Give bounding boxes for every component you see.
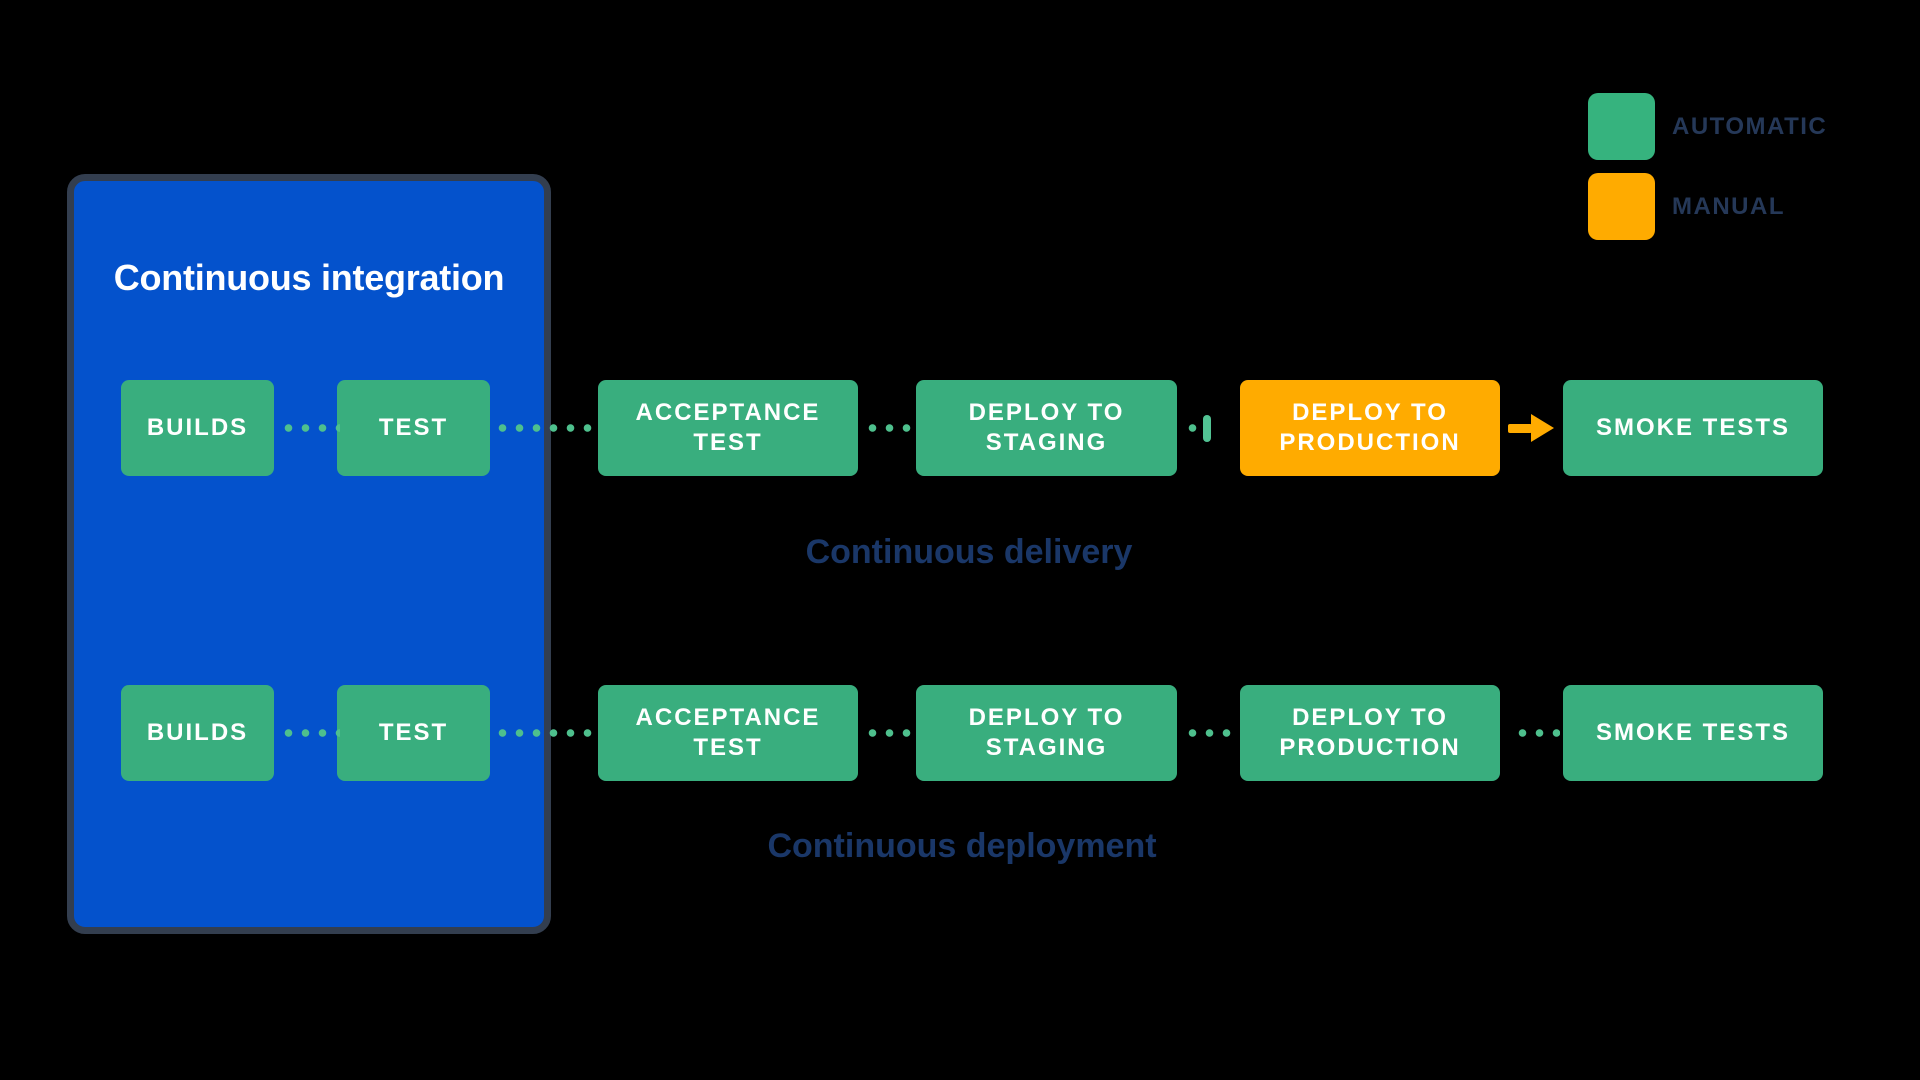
legend-manual-swatch bbox=[1588, 173, 1655, 240]
continuous-integration-box bbox=[67, 174, 551, 934]
dotted-connector bbox=[280, 424, 340, 432]
dotted-connector bbox=[1184, 729, 1238, 737]
dotted-connector bbox=[864, 424, 914, 432]
dotted-connector bbox=[280, 729, 340, 737]
stage-deploy-staging-delivery: DEPLOY TO STAGING bbox=[916, 380, 1177, 476]
dotted-connector bbox=[494, 729, 594, 737]
legend-automatic-label: AUTOMATIC bbox=[1672, 113, 1828, 140]
dotted-connector bbox=[1184, 424, 1198, 432]
stage-deploy-staging-deployment: DEPLOY TO STAGING bbox=[916, 685, 1177, 781]
stage-builds-delivery: BUILDS bbox=[121, 380, 274, 476]
stage-deploy-production-deployment: DEPLOY TO PRODUCTION bbox=[1240, 685, 1500, 781]
dotted-connector bbox=[494, 424, 594, 432]
legend-manual-label: MANUAL bbox=[1672, 193, 1785, 220]
continuous-deployment-label: Continuous deployment bbox=[767, 827, 1157, 865]
arrow-shaft bbox=[1508, 424, 1532, 433]
legend-automatic-swatch bbox=[1588, 93, 1655, 160]
dotted-connector bbox=[1514, 729, 1560, 737]
stage-acceptance-test-delivery: ACCEPTANCE TEST bbox=[598, 380, 858, 476]
stage-test-deployment: TEST bbox=[337, 685, 490, 781]
arrow-head bbox=[1531, 414, 1554, 442]
dotted-connector bbox=[864, 729, 914, 737]
manual-gate-icon bbox=[1203, 415, 1211, 442]
arrow-right-icon bbox=[1508, 414, 1554, 442]
stage-acceptance-test-deployment: ACCEPTANCE TEST bbox=[598, 685, 858, 781]
stage-smoke-tests-deployment: SMOKE TESTS bbox=[1563, 685, 1823, 781]
continuous-integration-title: Continuous integration bbox=[113, 257, 505, 298]
stage-deploy-production-delivery: DEPLOY TO PRODUCTION bbox=[1240, 380, 1500, 476]
stage-builds-deployment: BUILDS bbox=[121, 685, 274, 781]
stage-smoke-tests-delivery: SMOKE TESTS bbox=[1563, 380, 1823, 476]
continuous-delivery-label: Continuous delivery bbox=[805, 533, 1133, 571]
stage-test-delivery: TEST bbox=[337, 380, 490, 476]
